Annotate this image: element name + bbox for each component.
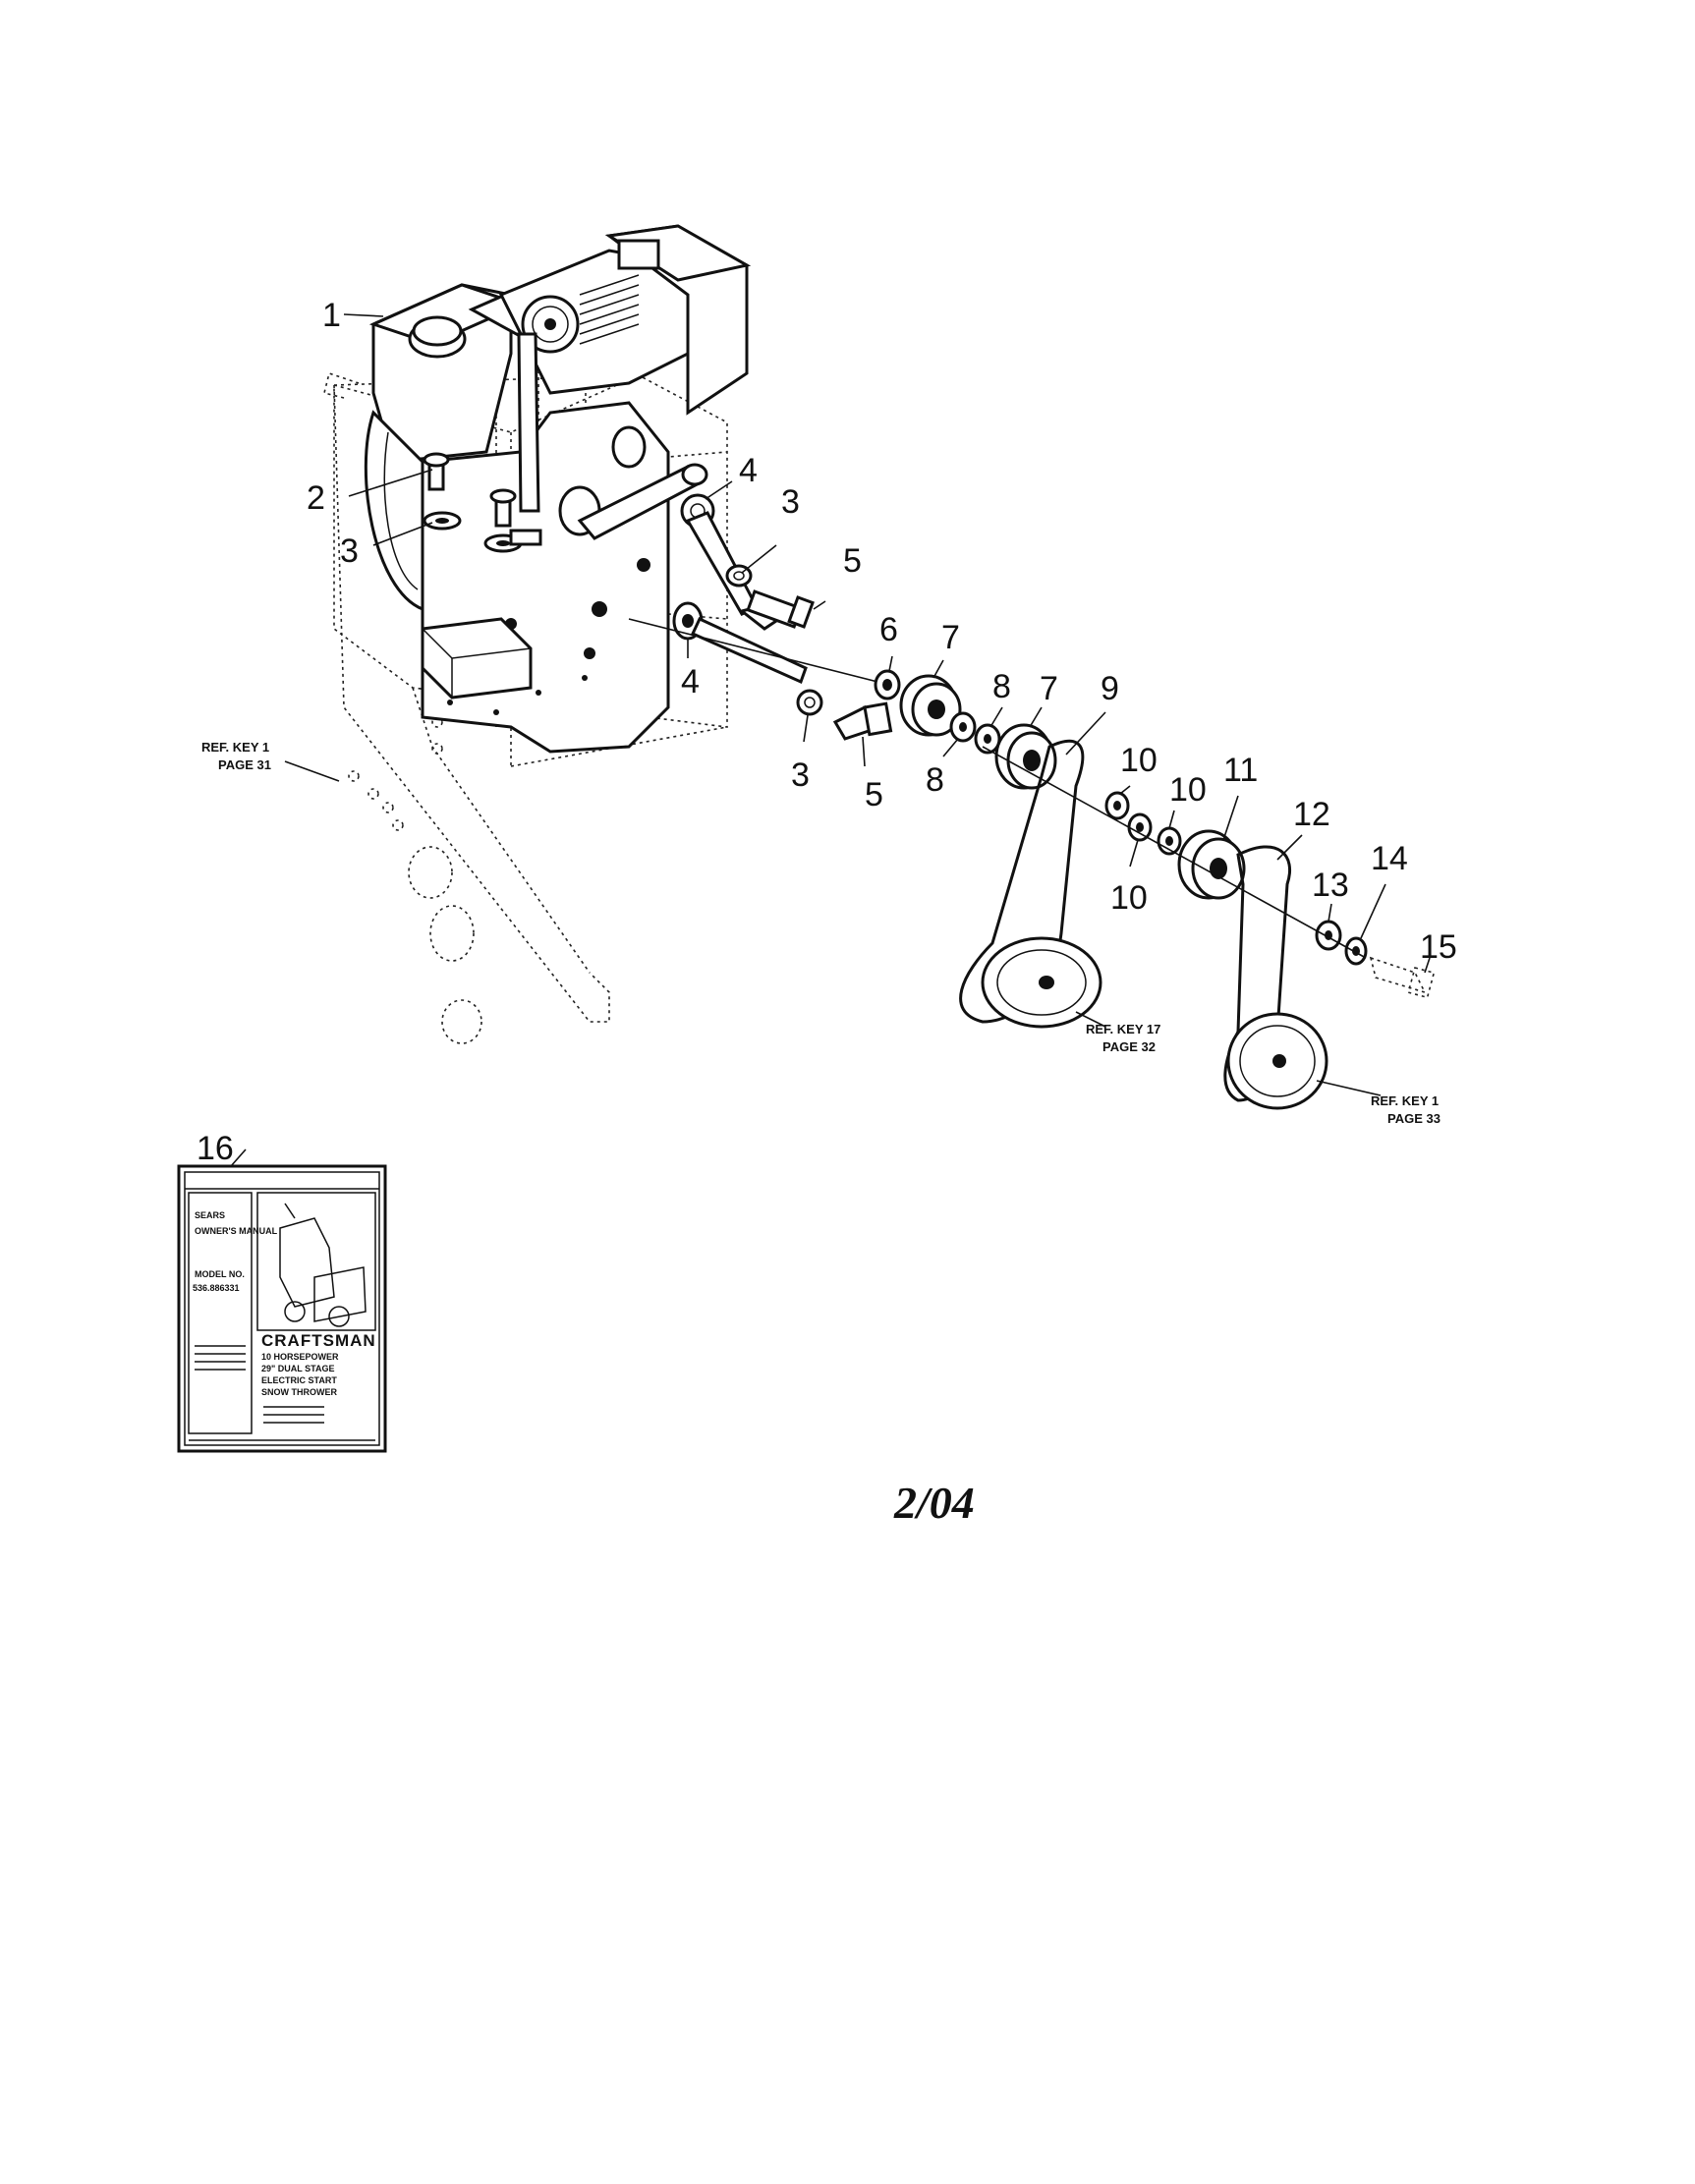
callout-4: 4: [739, 452, 758, 489]
callout-5: 5: [843, 542, 862, 580]
reference-notes: REF. KEY 1 PAGE 31 REF. KEY 17 PAGE 32 R…: [201, 740, 1441, 1126]
manual-line-4: SNOW THROWER: [261, 1387, 337, 1397]
callout-8: 8: [992, 668, 1011, 705]
callout-labels: 1 2 3 4 3 5 4 3 5 6 7 8 8 7 9 10 10 10 1…: [197, 297, 1457, 1167]
manual-doc-type: OWNER'S MANUAL: [195, 1226, 278, 1236]
ref-note-2-line1: REF. KEY 17: [1086, 1022, 1160, 1036]
callout-13: 13: [1312, 867, 1349, 904]
callout-1: 1: [322, 297, 341, 334]
lower-spacer-assembly: [628, 601, 893, 741]
callout-7: 7: [1040, 670, 1058, 707]
ref-note-3-line1: REF. KEY 1: [1371, 1093, 1439, 1108]
manual-line-3: ELECTRIC START: [261, 1375, 337, 1385]
callout-2: 2: [307, 479, 325, 517]
ref-note-3-line2: PAGE 33: [1387, 1111, 1441, 1126]
ref-note-1-line1: REF. KEY 1: [201, 740, 269, 755]
callout-3: 3: [340, 532, 359, 570]
manual-line-1: 10 HORSEPOWER: [261, 1352, 339, 1362]
ref-note-1-line2: PAGE 31: [218, 757, 271, 772]
callout-7: 7: [941, 619, 960, 656]
manual-line-2: 29" DUAL STAGE: [261, 1364, 334, 1373]
callout-16: 16: [197, 1130, 234, 1167]
callout-11: 11: [1223, 752, 1258, 789]
owners-manual: SEARS OWNER'S MANUAL MODEL NO. 536.88633…: [177, 1164, 387, 1453]
callout-10: 10: [1110, 879, 1148, 917]
engine: [364, 224, 752, 754]
callout-12: 12: [1293, 796, 1330, 833]
upper-spacer-assembly: [680, 493, 815, 631]
callout-3: 3: [781, 483, 800, 521]
date-code: 2/04: [893, 1478, 975, 1528]
callout-9: 9: [1101, 670, 1119, 707]
callout-15: 15: [1420, 928, 1457, 966]
callout-5: 5: [865, 776, 883, 813]
belt-9: [959, 739, 1102, 1029]
callout-6: 6: [879, 611, 898, 648]
manual-product-brand: CRAFTSMAN: [261, 1331, 376, 1350]
manual-model-number: 536.886331: [193, 1283, 240, 1293]
callout-10: 10: [1169, 771, 1207, 809]
leader-lines: [230, 313, 1431, 1167]
callout-3: 3: [791, 756, 810, 794]
manual-brand: SEARS: [195, 1210, 225, 1220]
callout-14: 14: [1371, 840, 1408, 877]
callout-4: 4: [681, 663, 700, 700]
callout-10: 10: [1120, 742, 1158, 779]
ref-note-2-line2: PAGE 32: [1102, 1039, 1156, 1054]
callout-8: 8: [926, 761, 944, 799]
pulley-stack: [874, 669, 1436, 999]
manual-model-label: MODEL NO.: [195, 1269, 245, 1279]
belt-12: [1223, 845, 1328, 1110]
